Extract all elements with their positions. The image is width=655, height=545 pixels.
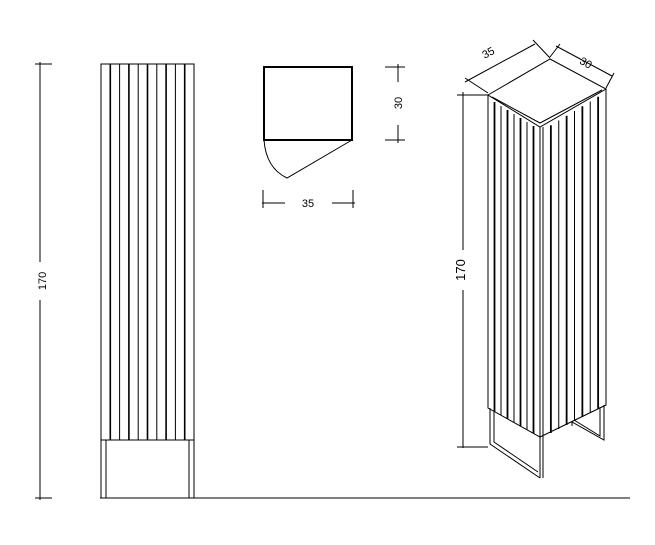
- iso-width-tick-right: [532, 39, 551, 59]
- iso-leg-right: [571, 405, 605, 441]
- iso-leg-right-inner: [573, 407, 601, 437]
- top-view: 35 30: [262, 64, 405, 210]
- iso-depth-label: 30: [577, 55, 594, 72]
- top-view-door-swing: [263, 139, 353, 179]
- top-view-body: [263, 66, 353, 141]
- iso-height-label: 170: [453, 259, 468, 281]
- iso-slats: [493, 96, 600, 434]
- top-depth-label: 30: [393, 97, 405, 109]
- front-height-label: 170: [37, 272, 49, 290]
- iso-leg-left-inner: [493, 410, 539, 473]
- iso-width-label: 35: [480, 45, 496, 61]
- front-view: 170: [35, 62, 195, 500]
- iso-body-outline: [487, 89, 607, 438]
- iso-depth-tick-right: [605, 72, 615, 89]
- iso-depth-dim-line: [555, 45, 613, 77]
- iso-top-inner-edge: [491, 89, 603, 124]
- iso-view: 170 35 30: [453, 39, 615, 479]
- iso-leg-left: [489, 408, 541, 479]
- iso-width-tick-left: [464, 77, 489, 94]
- top-width-label: 35: [302, 198, 314, 210]
- iso-width-dim-line: [464, 43, 536, 83]
- front-slats: [109, 64, 186, 440]
- iso-depth-tick-back: [549, 43, 561, 58]
